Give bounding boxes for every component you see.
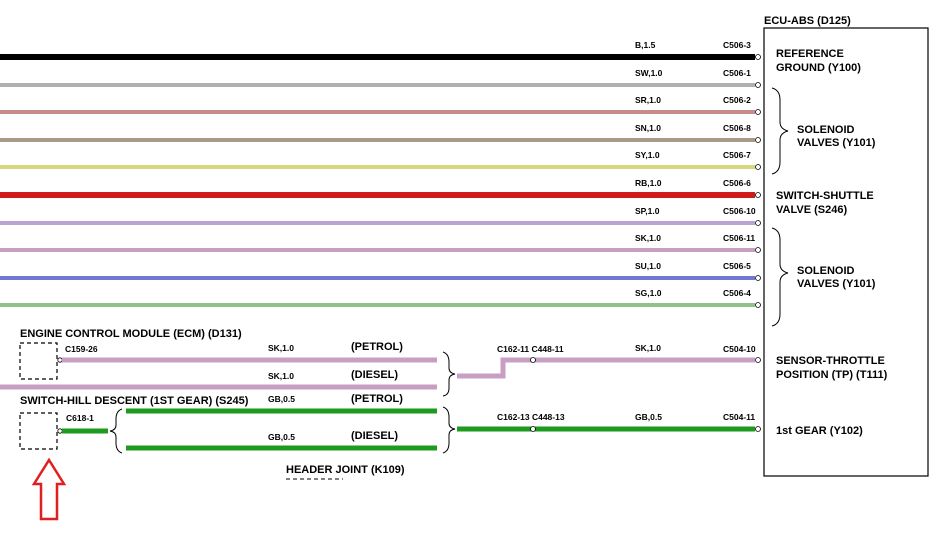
hill-connector-label: C618-1	[66, 413, 94, 423]
solenoid-2-label-1: SOLENOID	[797, 265, 855, 277]
ecm-connector-label: C159-26	[65, 344, 98, 354]
wire-pin-label: C506-4	[723, 288, 751, 298]
wire-code: SN,1.0	[635, 123, 661, 133]
hill-out-pin	[755, 426, 761, 432]
ecm-pin	[57, 357, 63, 363]
wire-code: RB,1.0	[635, 178, 662, 188]
ecm-petrol-code: SK,1.0	[268, 343, 294, 353]
wire-code: B,1.5	[635, 40, 656, 50]
wire-pin-label: C506-5	[723, 261, 751, 271]
wire-pin-label: C506-10	[723, 206, 756, 216]
hill-title: SWITCH-HILL DESCENT (1ST GEAR) (S245)	[20, 395, 249, 407]
wire-pin-label: C506-1	[723, 68, 751, 78]
ecm-connector-box	[19, 342, 58, 380]
up-arrow-icon	[31, 457, 67, 521]
wire-pin-label: C506-2	[723, 95, 751, 105]
pin-node	[755, 82, 761, 88]
hill-petrol-code: GB,0.5	[268, 394, 295, 404]
pin-node	[755, 109, 761, 115]
ecm-joint-label: C162-11 C448-11	[497, 344, 564, 354]
hill-petrol-variant: (PETROL)	[351, 393, 403, 405]
hill-joint-node	[530, 426, 536, 432]
ecm-petrol-variant: (PETROL)	[351, 341, 403, 353]
ecm-joint-node	[530, 357, 536, 363]
wire-pin-label: C506-11	[723, 233, 755, 243]
solenoid-1-label-2: VALVES (Y101)	[797, 137, 876, 149]
header-joint-label: HEADER JOINT (K109)	[286, 464, 405, 476]
ecm-out-code: SK,1.0	[635, 343, 661, 353]
ecu-box	[763, 27, 929, 477]
solenoid-1-brace	[771, 87, 789, 175]
solenoid-1-label-1: SOLENOID	[797, 124, 855, 136]
wire-pin-label: C506-3	[723, 40, 751, 50]
wire-pin-label: C506-7	[723, 150, 751, 160]
solenoid-2-label-2: VALVES (Y101)	[797, 278, 876, 290]
hill-out-pin-label: C504-11	[723, 412, 755, 422]
hill-diesel-code: GB,0.5	[268, 432, 295, 442]
wire-code: SY,1.0	[635, 150, 660, 160]
first-gear-label: 1st GEAR (Y102)	[776, 425, 863, 437]
hill-joint-label: C162-13 C448-13	[497, 412, 565, 422]
hill-connector-box	[19, 412, 58, 450]
ref-ground-label-1: REFERENCE	[776, 48, 844, 60]
pin-node	[755, 164, 761, 170]
ref-ground-label-2: GROUND (Y100)	[776, 62, 861, 74]
wire-code: SW,1.0	[635, 68, 663, 78]
hill-left-brace	[109, 408, 123, 454]
hill-out-code: GB,0.5	[635, 412, 662, 422]
pin-node	[755, 220, 761, 226]
sensor-throttle-label-1: SENSOR-THROTTLE	[776, 355, 885, 367]
solenoid-2-brace	[771, 227, 789, 327]
wire-code: SU,1.0	[635, 261, 661, 271]
wire-code: SK,1.0	[635, 233, 661, 243]
ecm-title: ENGINE CONTROL MODULE (ECM) (D131)	[20, 328, 242, 340]
ecm-out-pin	[755, 357, 761, 363]
sensor-throttle-label-2: POSITION (TP) (T111)	[776, 369, 888, 381]
wire-pin-label: C506-6	[723, 178, 751, 188]
hill-right-brace	[442, 406, 456, 454]
pin-node	[755, 247, 761, 253]
hill-pin	[57, 428, 63, 434]
switch-shuttle-label-2: VALVE (S246)	[776, 204, 847, 216]
ecm-diesel-code: SK,1.0	[268, 371, 294, 381]
wire-code: SR,1.0	[635, 95, 661, 105]
switch-shuttle-label-1: SWITCH-SHUTTLE	[776, 190, 874, 202]
pin-node	[755, 192, 761, 198]
hill-diesel-variant: (DIESEL)	[351, 430, 398, 442]
ecm-diesel-variant: (DIESEL)	[351, 369, 398, 381]
wire-code: SP,1.0	[635, 206, 660, 216]
pin-node	[755, 302, 761, 308]
ecu-title: ECU-ABS (D125)	[764, 15, 851, 27]
pin-node	[755, 275, 761, 281]
pin-node	[755, 137, 761, 143]
wire-group: B,1.5 C506-3SW,1.0 C506-1SR,1.0 C506-2SN,1.…	[0, 40, 761, 308]
wire-pin-label: C506-8	[723, 123, 751, 133]
wire-code: SG,1.0	[635, 288, 662, 298]
ecm-joint-wire	[457, 357, 533, 379]
ecm-out-pin-label: C504-10	[723, 344, 756, 354]
ecm-brace	[442, 351, 456, 397]
pin-node	[755, 54, 761, 60]
